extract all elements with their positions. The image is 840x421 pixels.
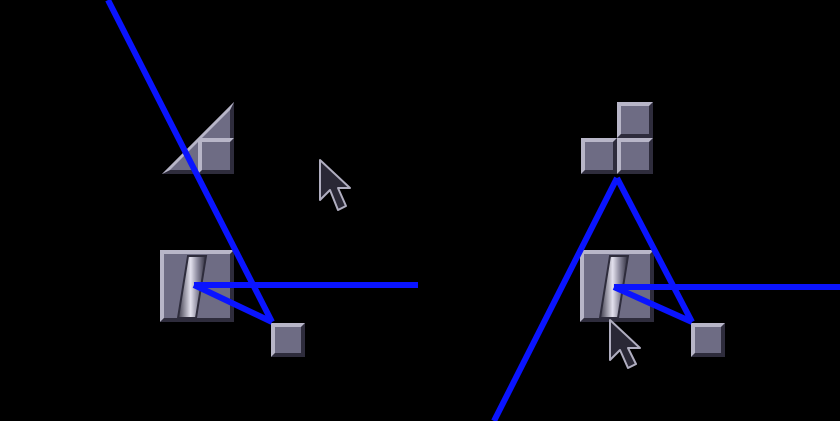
square-block-icon[interactable] xyxy=(617,138,653,174)
left-puzzle-panel xyxy=(105,0,418,357)
laser-beam xyxy=(491,176,840,421)
mouse-pointer-icon xyxy=(609,319,641,369)
square-block-icon[interactable] xyxy=(581,138,617,174)
right-puzzle-panel xyxy=(491,102,840,421)
mouse-pointer-icon xyxy=(319,159,351,211)
laser-beam xyxy=(105,0,418,325)
square-block-icon[interactable] xyxy=(271,323,305,357)
square-block-icon[interactable] xyxy=(691,323,725,357)
square-block-icon[interactable] xyxy=(617,102,653,138)
square-block-icon[interactable] xyxy=(198,138,234,174)
